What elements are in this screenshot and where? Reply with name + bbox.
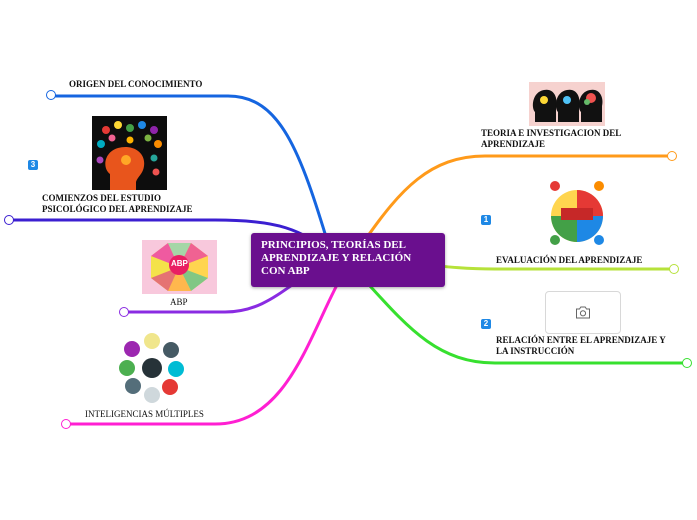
branch-line-inteligencias (64, 268, 347, 426)
abp-image-text: ABP (171, 259, 188, 268)
collapse-toggle-abp (119, 307, 129, 317)
branch-line-relacion (368, 284, 690, 365)
collapse-toggle-inteligencias (61, 419, 71, 429)
abp-diagram-image: ABP (142, 240, 217, 294)
collapse-toggle-relacion (682, 358, 692, 368)
collapse-toggle-comienzos (4, 215, 14, 225)
topic-abp[interactable]: ABP (170, 297, 188, 307)
intelligences-image (116, 333, 188, 403)
collapse-toggle-evaluacion (669, 264, 679, 274)
head-ideas-image (92, 116, 167, 190)
collapse-toggle-origen (46, 90, 56, 100)
collapse-toggle-teoria (667, 151, 677, 161)
number-badge: 3 (28, 160, 38, 170)
topic-comienzos[interactable]: COMIENZOS DEL ESTUDIO PSICOLÓGICO DEL AP… (42, 193, 193, 214)
heads-image (529, 82, 605, 126)
topic-origen[interactable]: ORIGEN DEL CONOCIMIENTO (69, 79, 203, 89)
camera-icon (576, 306, 590, 319)
central-topic[interactable]: PRINCIPIOS, TEORÍAS DEL APRENDIZAJE Y RE… (251, 233, 445, 287)
branch-line-teoria (363, 154, 674, 242)
topic-evaluacion[interactable]: EVALUACIÓN DEL APRENDIZAJE (496, 255, 643, 265)
number-badge: 2 (481, 319, 491, 329)
topic-teoria[interactable]: TEORIA E INVESTIGACION DEL APRENDIZAJE (481, 128, 621, 149)
topic-inteligencias[interactable]: INTELIGENCIAS MÚLTIPLES (85, 409, 204, 419)
image-placeholder[interactable] (545, 291, 621, 334)
topic-relacion[interactable]: RELACIÓN ENTRE EL APRENDIZAJE Y LA INSTR… (496, 335, 666, 356)
puzzle-image (541, 178, 613, 250)
number-badge: 1 (481, 215, 491, 225)
branch-line-origen (50, 94, 332, 252)
